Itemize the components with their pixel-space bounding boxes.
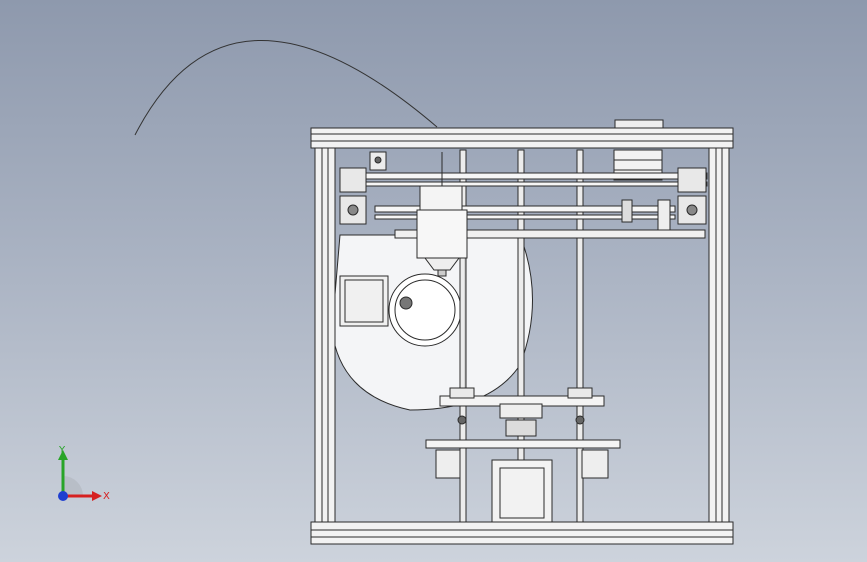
frame-top-beam xyxy=(310,127,734,149)
extruder-gear xyxy=(399,296,413,310)
bed-bearing-left xyxy=(449,387,475,399)
bed-screw-right xyxy=(575,415,585,425)
carriage-top[interactable] xyxy=(419,185,463,211)
frame-bottom-beam xyxy=(310,521,734,545)
left-switch-bolt xyxy=(374,156,382,164)
z-coupler xyxy=(505,419,537,437)
frame-right-post xyxy=(708,147,730,523)
triad-sector xyxy=(63,476,83,496)
frame-left-post xyxy=(314,147,336,523)
belt-clamp xyxy=(621,199,633,223)
extruder-motor[interactable] xyxy=(339,275,389,327)
right-idler-bolt xyxy=(686,204,698,216)
z-nut-block xyxy=(499,403,543,419)
x-rod-lower xyxy=(374,205,676,213)
filament-arc xyxy=(134,40,438,136)
y-carriage-plate xyxy=(394,229,706,239)
extruder-motor-face xyxy=(344,279,384,323)
z-motor-face xyxy=(499,467,545,519)
x-rod-top xyxy=(344,172,708,180)
bed-bearing-right xyxy=(567,387,593,399)
reference-triad[interactable]: Y X xyxy=(40,440,120,510)
left-end-block[interactable] xyxy=(339,167,367,193)
x-rod-belt xyxy=(344,181,708,187)
bed-foot-right xyxy=(581,449,609,479)
z-motor[interactable] xyxy=(491,459,553,523)
nozzle xyxy=(437,269,447,277)
right-idler-block xyxy=(677,195,707,225)
x-axis-arrowhead xyxy=(92,491,102,501)
bed-screw-left xyxy=(457,415,467,425)
x-rod-lower-2 xyxy=(374,214,676,220)
z-axis-dot xyxy=(58,491,68,501)
bed-foot-left xyxy=(435,449,461,479)
hotend-block xyxy=(424,257,460,271)
right-end-block[interactable] xyxy=(677,167,707,193)
print-bed[interactable] xyxy=(425,439,621,449)
spool-hole xyxy=(394,279,456,341)
y-axis-label: Y xyxy=(58,445,66,456)
x-axis-label: X xyxy=(103,491,110,502)
hotend-fan-housing[interactable] xyxy=(416,209,468,259)
left-idler-bolt xyxy=(347,204,359,216)
y-axis-arrowhead xyxy=(58,450,68,460)
right-slider xyxy=(657,199,671,231)
